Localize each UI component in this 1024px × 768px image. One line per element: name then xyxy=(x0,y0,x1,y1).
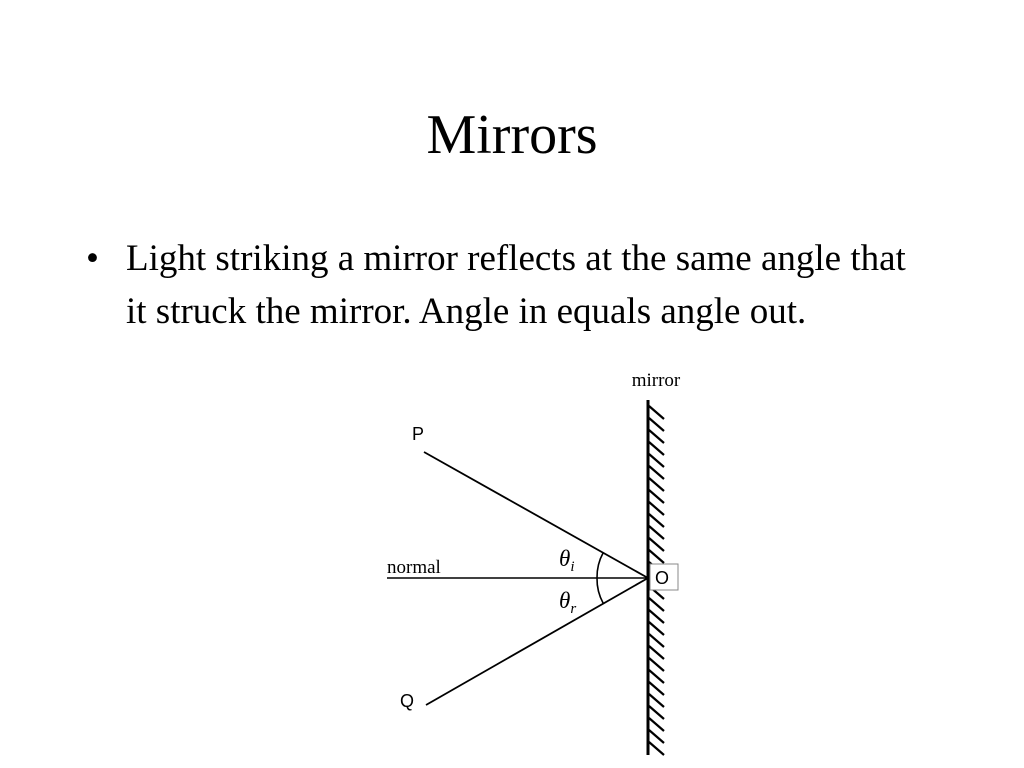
reflected-ray xyxy=(425,577,649,706)
hatch-mark xyxy=(648,597,665,612)
hatch-mark xyxy=(648,513,665,528)
incident-angle-arc xyxy=(596,552,605,579)
hatch-mark xyxy=(648,417,665,432)
point-p-label: P xyxy=(412,424,424,444)
hatch-mark xyxy=(648,729,665,744)
bullet-item: • Light striking a mirror reflects at th… xyxy=(86,232,916,338)
reflected-angle-label: θr xyxy=(559,588,576,617)
bullet-list: • Light striking a mirror reflects at th… xyxy=(86,232,916,338)
hatch-mark xyxy=(648,465,665,480)
hatch-mark xyxy=(648,681,665,696)
incident-ray xyxy=(423,451,649,579)
hatch-mark xyxy=(648,405,665,420)
hatch-mark xyxy=(648,549,665,564)
hatch-mark xyxy=(648,501,665,516)
hatch-mark xyxy=(648,621,665,636)
hatch-mark xyxy=(648,453,665,468)
mirror-label: mirror xyxy=(632,370,681,391)
point-o-box xyxy=(649,563,679,591)
hatch-mark xyxy=(648,633,665,648)
hatch-mark xyxy=(648,489,665,504)
point-q-label: Q xyxy=(400,691,414,711)
incident-angle-label: θi xyxy=(559,546,574,575)
hatch-mark xyxy=(648,741,665,756)
mirror-hatching xyxy=(648,405,665,756)
hatch-mark xyxy=(648,477,665,492)
reflected-angle-arc xyxy=(596,577,605,604)
hatch-mark xyxy=(648,645,665,660)
hatch-mark xyxy=(648,537,665,552)
hatch-mark xyxy=(648,441,665,456)
hatch-mark xyxy=(648,429,665,444)
hatch-mark xyxy=(648,609,665,624)
bullet-text: Light striking a mirror reflects at the … xyxy=(126,238,906,332)
hatch-mark xyxy=(648,657,665,672)
hatch-mark xyxy=(648,705,665,720)
hatch-mark xyxy=(648,693,665,708)
hatch-mark xyxy=(648,669,665,684)
point-o-label: O xyxy=(655,568,669,588)
bullet-marker: • xyxy=(86,238,99,279)
hatch-mark xyxy=(648,525,665,540)
normal-label: normal xyxy=(387,557,441,578)
slide-title: Mirrors xyxy=(426,104,598,166)
hatch-mark xyxy=(648,717,665,732)
